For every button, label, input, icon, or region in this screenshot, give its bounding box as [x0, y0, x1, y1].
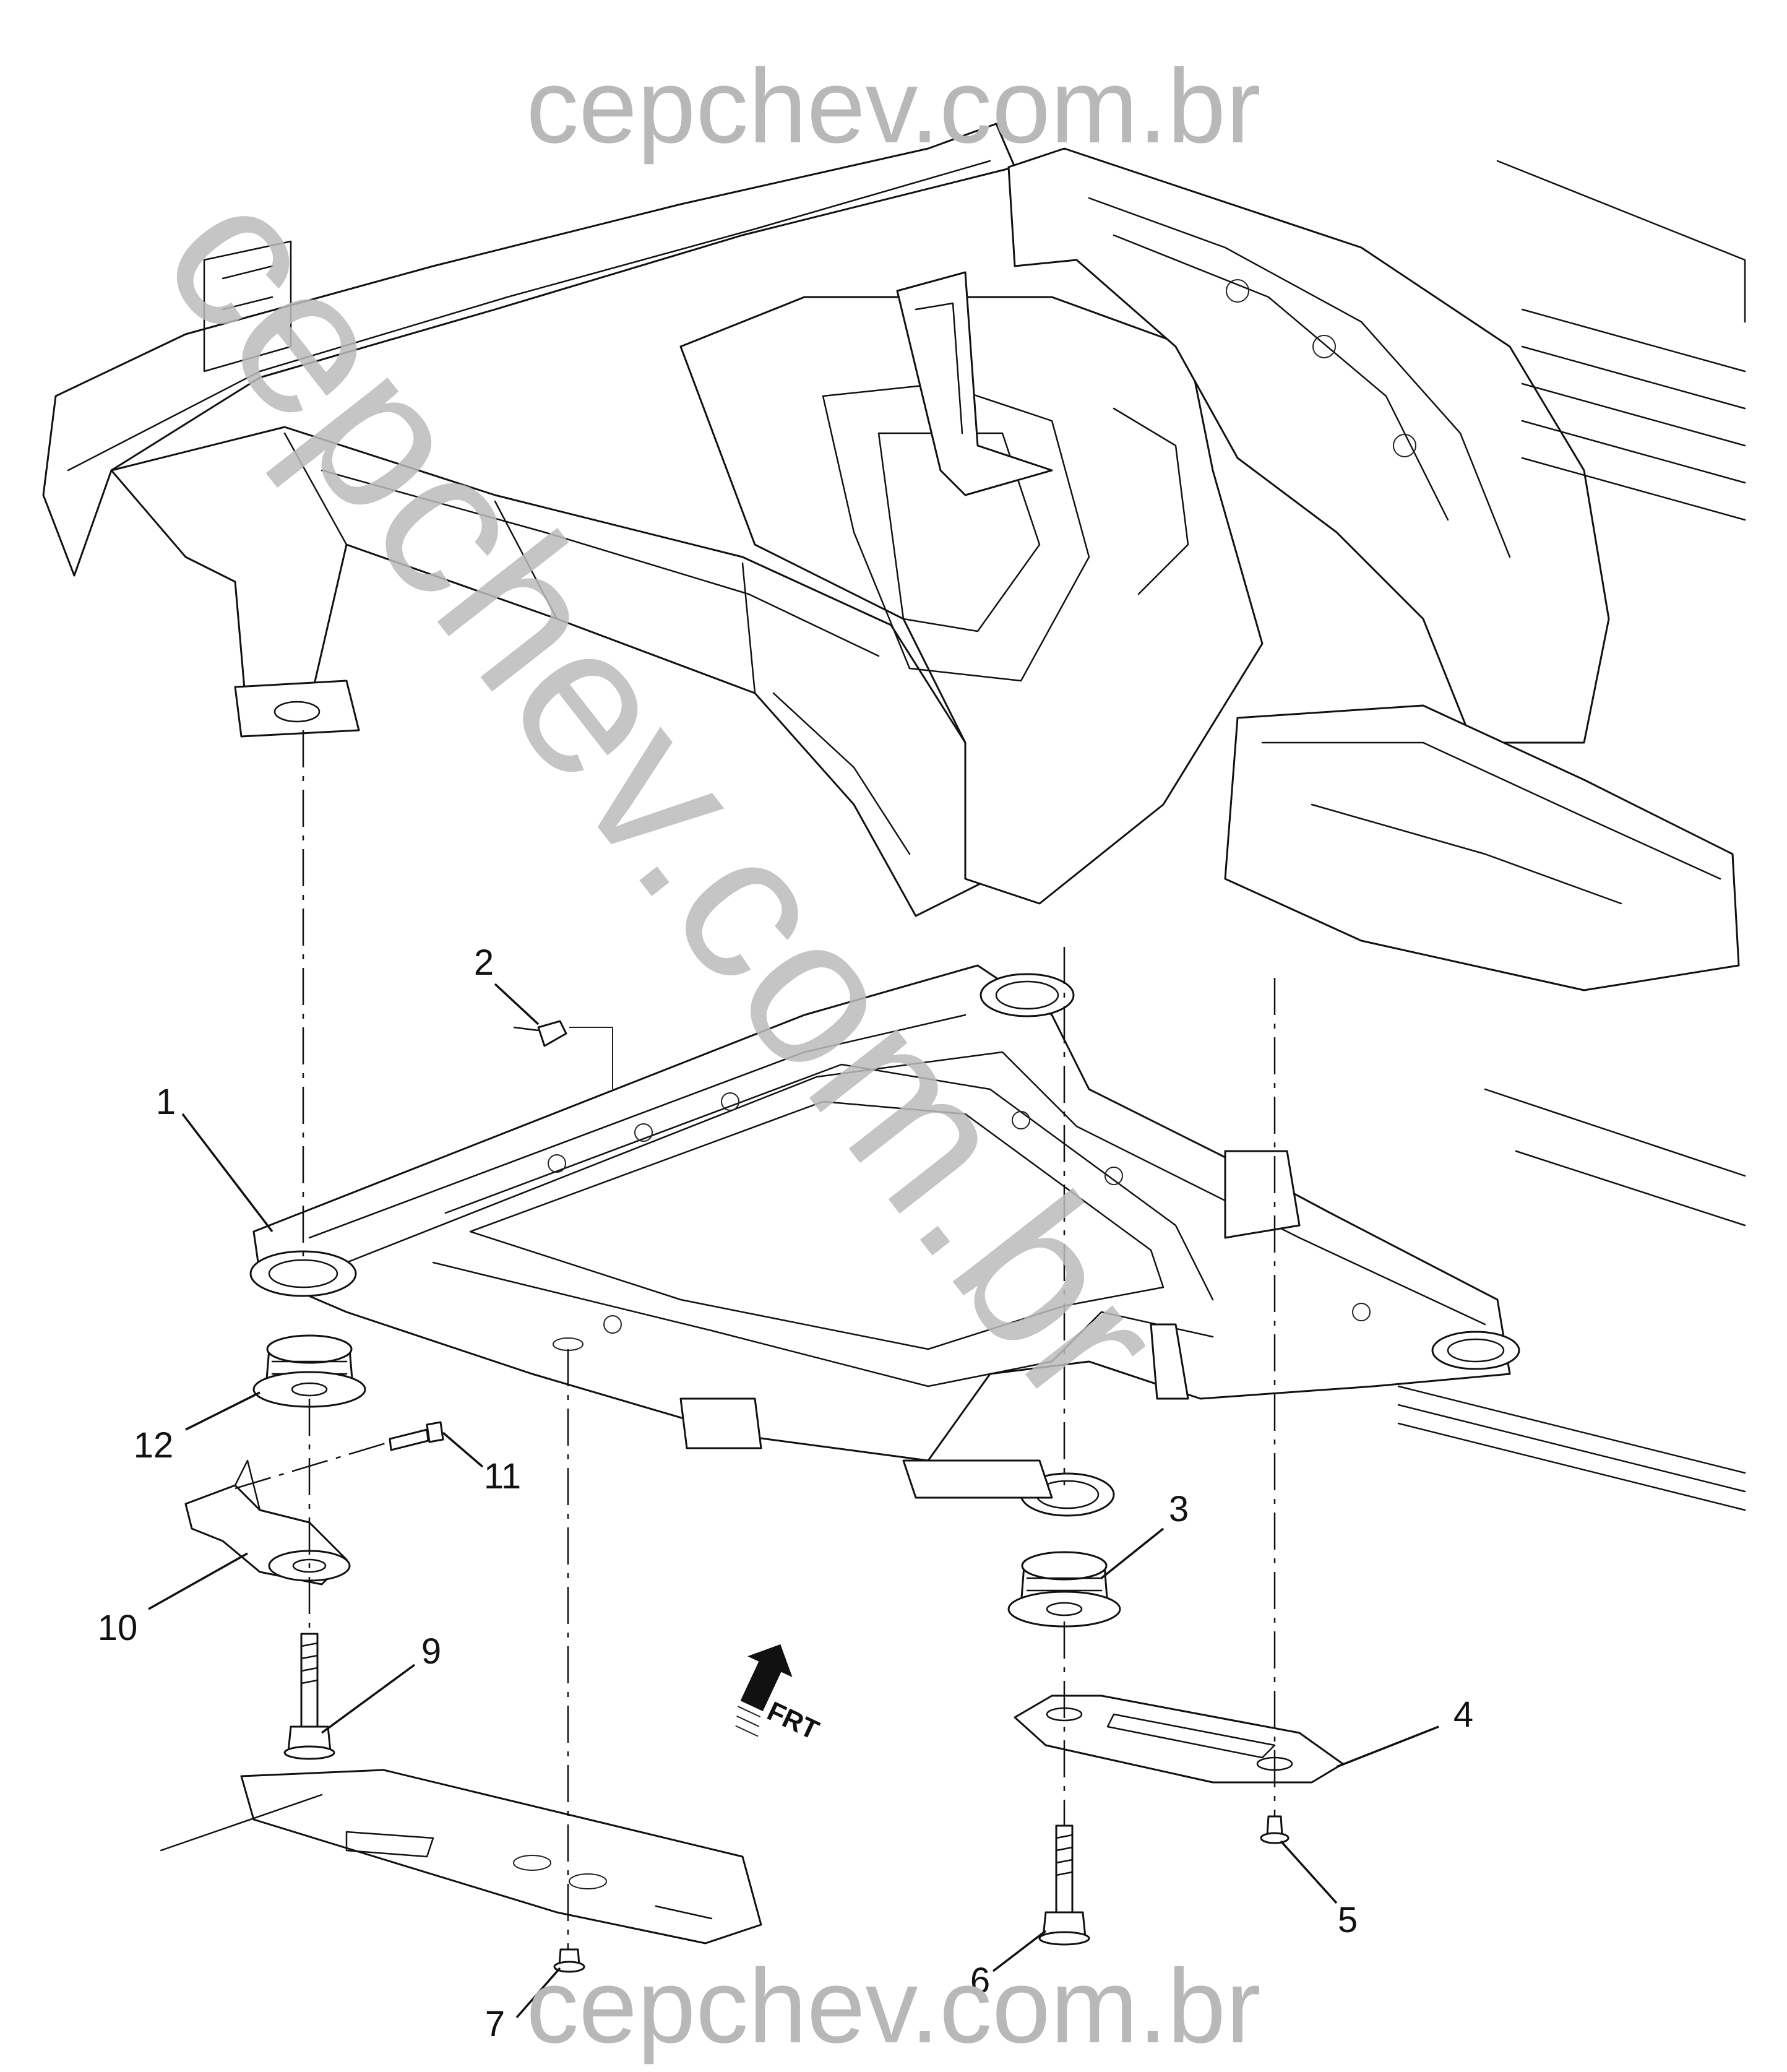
callout-7: 7 [485, 2004, 505, 2044]
bolt-part-5 [1260, 1815, 1290, 1844]
vehicle-underbody [42, 123, 1746, 1511]
front-arrow-icon [735, 1644, 793, 1737]
bolt-part-9 [283, 1633, 335, 1760]
bolt-part-6 [1038, 1824, 1090, 1946]
leader-lines [148, 983, 1439, 2019]
callout-11: 11 [484, 1456, 521, 1496]
bushing-part-12 [252, 1334, 366, 1408]
callout-5: 5 [1338, 1900, 1358, 1940]
clip-part-2 [537, 1020, 567, 1047]
callout-10: 10 [98, 1608, 138, 1648]
bracket-part-10 [184, 1459, 351, 1586]
callout-4: 4 [1453, 1694, 1473, 1735]
bolt-part-11 [389, 1421, 444, 1451]
front-cradle-part-1 [249, 964, 1520, 1517]
callout-1: 1 [156, 1082, 176, 1122]
callout-6: 6 [970, 1961, 990, 2001]
watermark-top: cepchev.com.br [526, 48, 1260, 165]
alignment-axes [235, 730, 1276, 1949]
callout-12: 12 [134, 1425, 174, 1466]
callout-9: 9 [421, 1631, 441, 1672]
bushing-part-3 [1007, 1551, 1121, 1628]
callout-3: 3 [1169, 1489, 1189, 1529]
skid-plate [160, 1769, 762, 1945]
callout-2: 2 [474, 943, 494, 983]
callout-numbers: 1 2 3 4 5 6 7 9 10 11 12 [98, 943, 1473, 2044]
front-direction-label: FRT [763, 1696, 824, 1746]
front-direction-marker: FRT [735, 1644, 824, 1746]
watermark-bottom: cepchev.com.br [526, 1948, 1260, 2065]
bolt-part-7 [553, 1948, 585, 1973]
